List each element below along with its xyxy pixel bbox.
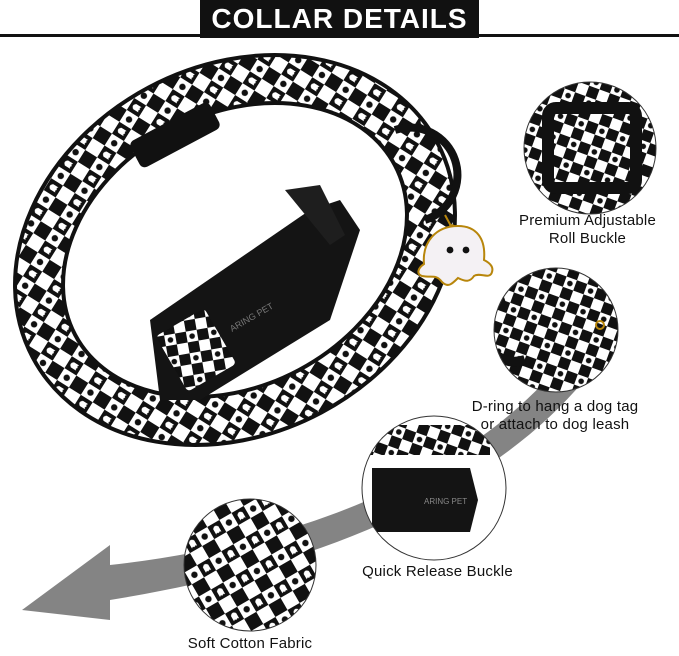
ghost-charm-icon (417, 214, 494, 286)
collar-strap (13, 53, 457, 447)
zoom-quick-release: ARING PET (361, 415, 507, 561)
feature-quick-release: Quick Release Buckle (345, 563, 530, 581)
roll-buckle (130, 102, 220, 168)
feature-soft-fabric: Soft Cotton Fabric (175, 635, 325, 653)
page-title: COLLAR DETAILS (200, 0, 479, 38)
zoom-roll-buckle (523, 81, 657, 215)
feature-d-ring-line2: or attach to dog leash (480, 416, 630, 433)
feature-roll-buckle: Premium Adjustable Roll Buckle (505, 212, 670, 248)
zoom-buckle-logo: ARING PET (424, 497, 467, 506)
quick-release-buckle: ARING PET (150, 185, 360, 400)
zoom-fabric (183, 498, 317, 632)
d-ring (393, 123, 462, 224)
zoom-d-ring (493, 267, 619, 393)
feature-soft-fabric-line1: Soft Cotton Fabric (187, 635, 313, 652)
feature-roll-buckle-line1: Premium Adjustable (519, 212, 656, 229)
feature-d-ring: D-ring to hang a dog tag or attach to do… (455, 398, 655, 434)
feature-roll-buckle-line2: Roll Buckle (548, 230, 627, 247)
direction-arrow (22, 345, 600, 620)
feature-quick-release-line1: Quick Release Buckle (362, 563, 513, 580)
feature-d-ring-line1: D-ring to hang a dog tag (471, 398, 639, 415)
